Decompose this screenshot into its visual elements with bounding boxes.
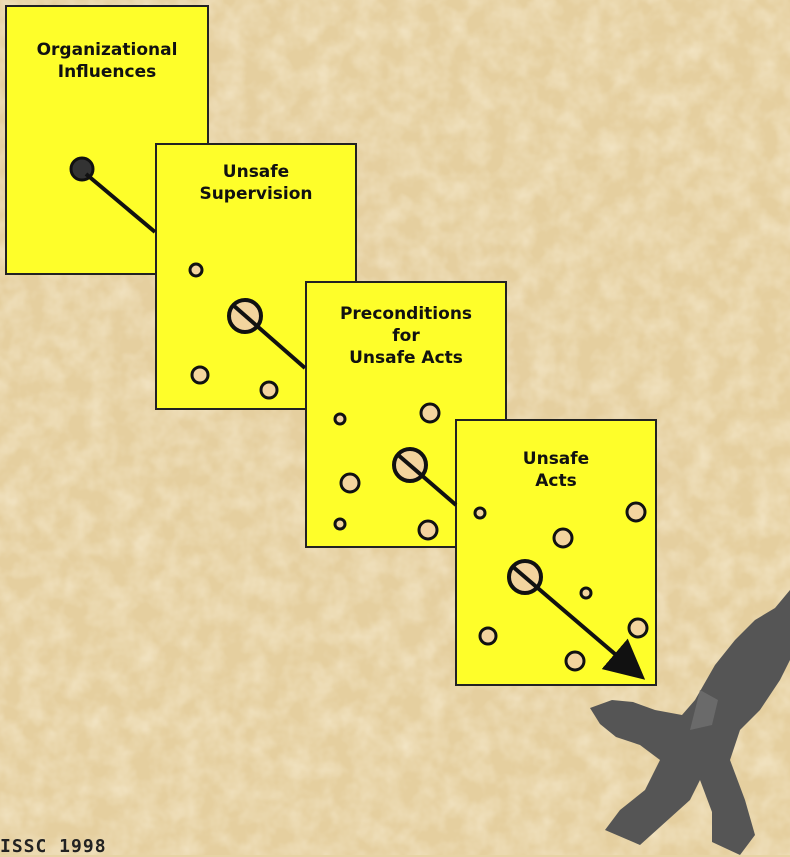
layer-title-line: for <box>392 326 420 346</box>
layer-title-line: Influences <box>57 62 157 82</box>
layer-title: Preconditions for Unsafe Acts <box>307 303 505 369</box>
layer-title-line: Acts <box>535 471 577 491</box>
layer-title-line: Unsafe <box>222 162 290 182</box>
layer-title: Unsafe Supervision <box>157 161 355 205</box>
layer-title-line: Unsafe Acts <box>349 348 463 368</box>
layer-unsafe-acts: Unsafe Acts <box>455 419 657 686</box>
credit-text: ISSC 1998 <box>0 836 107 857</box>
layer-title-line: Organizational <box>36 40 178 60</box>
layer-title-line: Supervision <box>199 184 313 204</box>
layer-title: Unsafe Acts <box>457 448 655 492</box>
layer-title-line: Preconditions <box>339 304 473 324</box>
layer-title: Organizational Influences <box>7 39 207 83</box>
layer-title-line: Unsafe <box>522 449 590 469</box>
